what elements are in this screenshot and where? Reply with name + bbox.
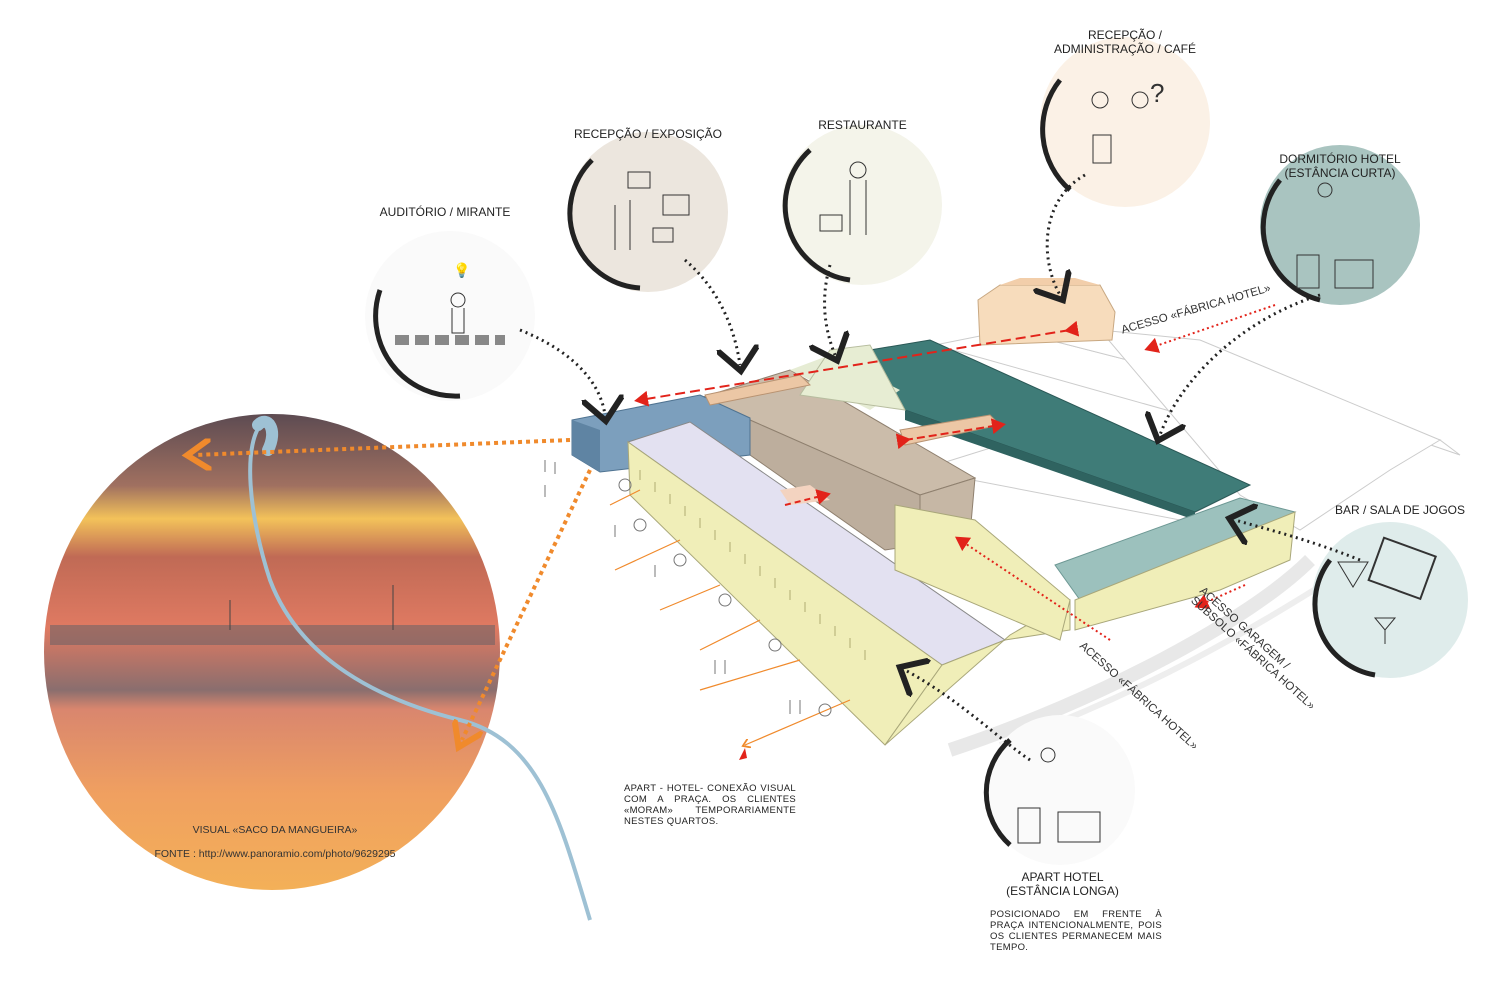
circulation-arrows [634,304,1276,641]
label-line: (ESTÂNCIA LONGA) [1006,884,1119,898]
note-apart-posicionado: POSICIONADO EM FRENTE À PRAÇA INTENCIONA… [990,909,1162,953]
apart-hotel-block [626,421,1071,746]
vignette-restaurante [782,125,942,285]
facade-windows [639,470,866,660]
recepcao-block [977,278,1116,346]
vignette-bar [1312,522,1468,678]
label-dormitorio: DORMITÓRIO HOTEL (ESTÂNCIA CURTA) [1260,152,1420,180]
figures-sketch [544,460,832,717]
leader-lines [519,173,1361,762]
label-recepcao-exposicao: RECEPÇÃO / EXPOSIÇÃO [573,127,723,141]
vignette-exposicao [567,132,728,292]
vignette-recepcao: ? [1040,37,1210,207]
vignette-apart [983,715,1135,865]
label-bar: BAR / SALA DE JOGOS [1334,503,1466,517]
label-auditorio: AUDITÓRIO / MIRANTE [379,205,511,219]
note-apart-conexao: APART - HOTEL- CONEXÃO VISUAL COM A PRAÇ… [624,783,796,827]
photo-title: VISUAL «SACO DA MANGUEIRA» [192,824,358,836]
svg-text:💡: 💡 [453,262,470,279]
label-line: (ESTÂNCIA CURTA) [1284,166,1396,180]
label-restaurante: RESTAURANTE [818,118,907,132]
label-line: DORMITÓRIO HOTEL [1279,152,1401,166]
label-line: RECEPÇÃO / [1087,28,1162,42]
label-recepcao-admin: RECEPÇÃO / ADMINISTRAÇÃO / CAFÉ [1030,28,1220,56]
view-arrows [195,438,851,745]
label-line: ADMINISTRAÇÃO / CAFÉ [1053,42,1196,56]
label-line: APART HOTEL [1021,870,1104,884]
label-apart: APART HOTEL (ESTÂNCIA LONGA) [980,870,1145,898]
vignette-dormitorio [1260,145,1420,305]
sunset-photo [44,414,500,890]
coast-line [248,418,592,921]
svg-text:?: ? [1150,78,1164,108]
vignette-auditorio: 💡 [365,231,535,401]
photo-source: FONTE : http://www.panoramio.com/photo/9… [154,848,396,860]
